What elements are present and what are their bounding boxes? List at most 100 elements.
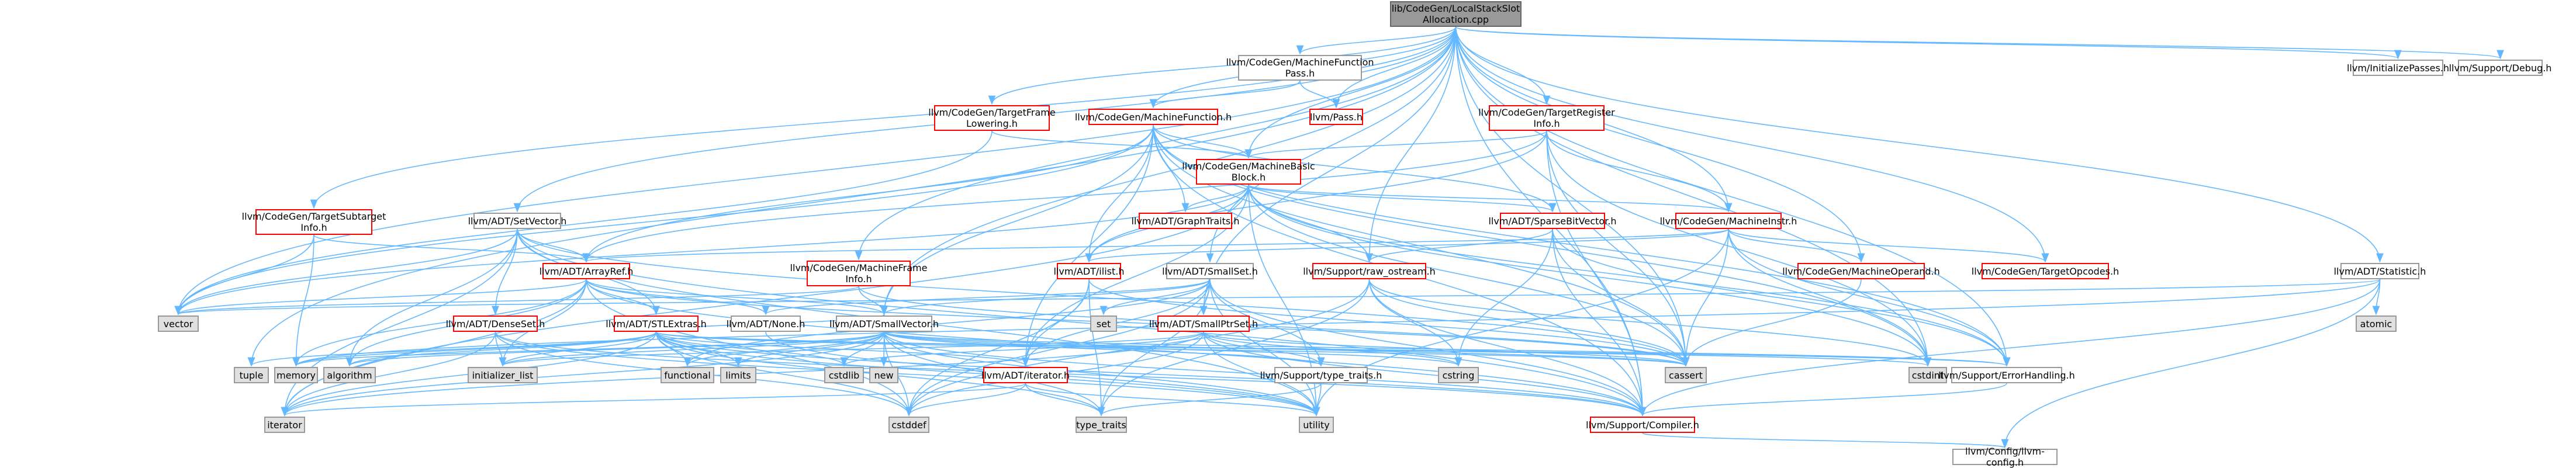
graph-node-mfpass[interactable]: llvm/CodeGen/MachineFunction Pass.h bbox=[1226, 55, 1374, 81]
edge-setvector-to-algorithm bbox=[345, 228, 518, 367]
graph-node-cassert: cassert bbox=[1665, 367, 1707, 383]
edge-smallvector-to-cstring bbox=[883, 331, 1462, 367]
graph-node-initpasses[interactable]: llvm/InitializePasses.h bbox=[2347, 60, 2449, 76]
graph-node-mop[interactable]: llvm/CodeGen/MachineOperand.h bbox=[1782, 263, 1940, 279]
edge-mf-to-iteratorh bbox=[1022, 124, 1154, 367]
edge-smallvector-to-initlist bbox=[499, 331, 885, 367]
edge-iteratorh-to-cstddef bbox=[905, 383, 1026, 417]
graph-node-setvector[interactable]: llvm/ADT/SetVector.h bbox=[468, 213, 566, 229]
edge-tfl-to-mbb bbox=[991, 130, 1253, 159]
edge-smallptrset-to-utility bbox=[1203, 331, 1320, 417]
graph-node-compiler[interactable]: llvm/Support/Compiler.h bbox=[1586, 417, 1699, 433]
edge-statistic-to-memory bbox=[292, 279, 2381, 367]
graph-node-cstring: cstring bbox=[1438, 367, 1479, 383]
edge-mfpass-to-mf bbox=[1149, 80, 1301, 109]
edge-smallset-to-iteratorh bbox=[1022, 279, 1211, 367]
edge-smallvector-to-memory bbox=[292, 331, 885, 367]
edge-smallset-to-set bbox=[1099, 279, 1211, 316]
edge-setvector-to-vector bbox=[174, 228, 518, 316]
edge-root-to-statistic bbox=[1455, 26, 2384, 263]
graph-node-mf[interactable]: llvm/CodeGen/MachineFunction.h bbox=[1075, 109, 1232, 125]
graph-node-none[interactable]: llvm/ADT/None.h bbox=[727, 316, 805, 332]
edge-smallvector-to-limits bbox=[734, 331, 885, 367]
graph-node-mbb[interactable]: llvm/CodeGen/MachineBasic Block.h bbox=[1182, 159, 1315, 185]
edge-root-to-smallvector bbox=[880, 26, 1457, 316]
graph-node-typetraits: type_traits bbox=[1076, 417, 1127, 433]
edge-arrayref-to-smallvector bbox=[586, 279, 888, 316]
edge-mf-to-arrayref bbox=[582, 124, 1154, 263]
graph-node-iteratorh[interactable]: llvm/ADT/iterator.h bbox=[981, 367, 1070, 383]
graph-node-statistic[interactable]: llvm/ADT/Statistic.h bbox=[2334, 263, 2426, 279]
graph-node-mi[interactable]: llvm/CodeGen/MachineInstr.h bbox=[1660, 213, 1797, 229]
edge-densset-to-compiler bbox=[495, 331, 1646, 417]
edge-mi-to-ilist bbox=[1085, 228, 1729, 263]
graph-node-smallptrset[interactable]: llvm/ADT/SmallPtrSet.h bbox=[1149, 316, 1258, 332]
edge-mi-to-mop bbox=[1728, 228, 1865, 263]
graph-node-stlextras[interactable]: llvm/ADT/STLExtras.h bbox=[606, 316, 707, 332]
graph-node-new: new bbox=[869, 367, 898, 383]
graph-node-set: set bbox=[1090, 316, 1117, 332]
edge-mbb-to-graphtraits bbox=[1181, 184, 1249, 213]
edge-smallvector-to-functional bbox=[683, 331, 885, 367]
edge-arrayref-to-vector bbox=[174, 279, 587, 316]
graph-node-pass[interactable]: llvm/Pass.h bbox=[1309, 109, 1363, 125]
graph-node-cstdlib: cstdlib bbox=[824, 367, 864, 383]
edge-root-to-tsi bbox=[310, 26, 1457, 209]
edge-setvector-to-cassert bbox=[517, 228, 1690, 367]
edge-root-to-mfpass bbox=[1296, 26, 1457, 55]
edge-mfpass-to-pass bbox=[1299, 80, 1340, 109]
edge-tri-to-ilist bbox=[1085, 130, 1547, 263]
edge-mbb-to-vector bbox=[174, 184, 1249, 316]
edge-tri-to-mi bbox=[1546, 130, 1733, 213]
edge-smallset-to-typetraitsh bbox=[1209, 279, 1325, 367]
graph-node-root[interactable]: lib/CodeGen/LocalStackSlot Allocation.cp… bbox=[1390, 1, 1522, 27]
graph-node-graphtraits[interactable]: llvm/ADT/GraphTraits.h bbox=[1132, 213, 1239, 229]
graph-node-memory: memory bbox=[274, 367, 318, 383]
edge-densset-to-utility bbox=[495, 331, 1320, 417]
graph-node-debug[interactable]: llvm/Support/Debug.h bbox=[2449, 60, 2551, 76]
graph-node-sparsebv[interactable]: llvm/ADT/SparseBitVector.h bbox=[1488, 213, 1617, 229]
edge-mf-to-mbb bbox=[1153, 124, 1253, 159]
graph-node-densset[interactable]: llvm/ADT/DenseSet.h bbox=[446, 316, 545, 332]
graph-node-typetraitsh[interactable]: llvm/Support/type_traits.h bbox=[1260, 367, 1382, 383]
graph-node-arrayref[interactable]: llvm/ADT/ArrayRef.h bbox=[540, 263, 633, 279]
edge-compiler-to-llvmconfig bbox=[1642, 432, 2008, 449]
edge-sparsebv-to-compiler bbox=[1552, 228, 1647, 417]
edge-mfi-to-cassert bbox=[858, 286, 1690, 367]
graph-node-ilist[interactable]: llvm/ADT/ilist.h bbox=[1054, 263, 1124, 279]
edge-smallptrset-to-compiler bbox=[1203, 331, 1647, 417]
graph-node-smallset[interactable]: llvm/ADT/SmallSet.h bbox=[1162, 263, 1258, 279]
graph-node-smallvector[interactable]: llvm/ADT/SmallVector.h bbox=[829, 316, 939, 332]
graph-node-rawostream[interactable]: llvm/Support/raw_ostream.h bbox=[1303, 263, 1436, 279]
graph-node-tsi[interactable]: llvm/CodeGen/TargetSubtarget Info.h bbox=[242, 209, 386, 235]
edge-mf-to-ilist bbox=[1085, 124, 1154, 263]
edge-typetraitsh-to-typetraits bbox=[1097, 383, 1322, 417]
edge-ilist-to-cassert bbox=[1088, 279, 1690, 367]
edge-root-to-errorhandling bbox=[1455, 26, 2011, 367]
graph-node-limits: limits bbox=[720, 367, 756, 383]
graph-node-errorhandling[interactable]: llvm/Support/ErrorHandling.h bbox=[1938, 367, 2075, 383]
edge-smallptrset-to-typetraitsh bbox=[1203, 331, 1325, 367]
edge-root-to-cstdint bbox=[1455, 26, 1932, 367]
edge-root-to-rawostream bbox=[1365, 26, 1457, 263]
graph-node-tri[interactable]: llvm/CodeGen/TargetRegister Info.h bbox=[1478, 105, 1615, 131]
graph-node-targetopcodes[interactable]: llvm/CodeGen/TargetOpcodes.h bbox=[1972, 263, 2119, 279]
edge-smallset-to-functional bbox=[683, 279, 1211, 367]
edge-root-to-cassert bbox=[1455, 26, 1690, 367]
edge-mbb-to-sparsebv bbox=[1248, 184, 1557, 213]
edge-root-to-smallptrset bbox=[1199, 26, 1457, 316]
edge-tri-to-compiler bbox=[1546, 130, 1647, 417]
edge-root-to-mbb bbox=[1244, 26, 1457, 159]
graph-node-atomic: atomic bbox=[2356, 316, 2397, 332]
graph-node-tfl[interactable]: llvm/CodeGen/TargetFrame Lowering.h bbox=[928, 105, 1056, 131]
edge-mbb-to-mi bbox=[1248, 184, 1732, 213]
edge-iteratorh-to-iterator bbox=[281, 383, 1026, 417]
edge-iteratorh-to-typetraits bbox=[1025, 383, 1105, 417]
graph-node-cstddef: cstddef bbox=[888, 417, 929, 433]
edge-sparsebv-to-rawostream bbox=[1365, 228, 1553, 263]
graph-node-llvmconfig[interactable]: llvm/Config/llvm-config.h bbox=[1952, 446, 2058, 468]
graph-node-mfi[interactable]: llvm/CodeGen/MachineFrame Info.h bbox=[790, 261, 927, 286]
edge-arrayref-to-initlist bbox=[499, 279, 587, 367]
edge-smallptrset-to-cassert bbox=[1203, 331, 1689, 367]
edge-stlextras-to-cstdlib bbox=[655, 331, 848, 367]
